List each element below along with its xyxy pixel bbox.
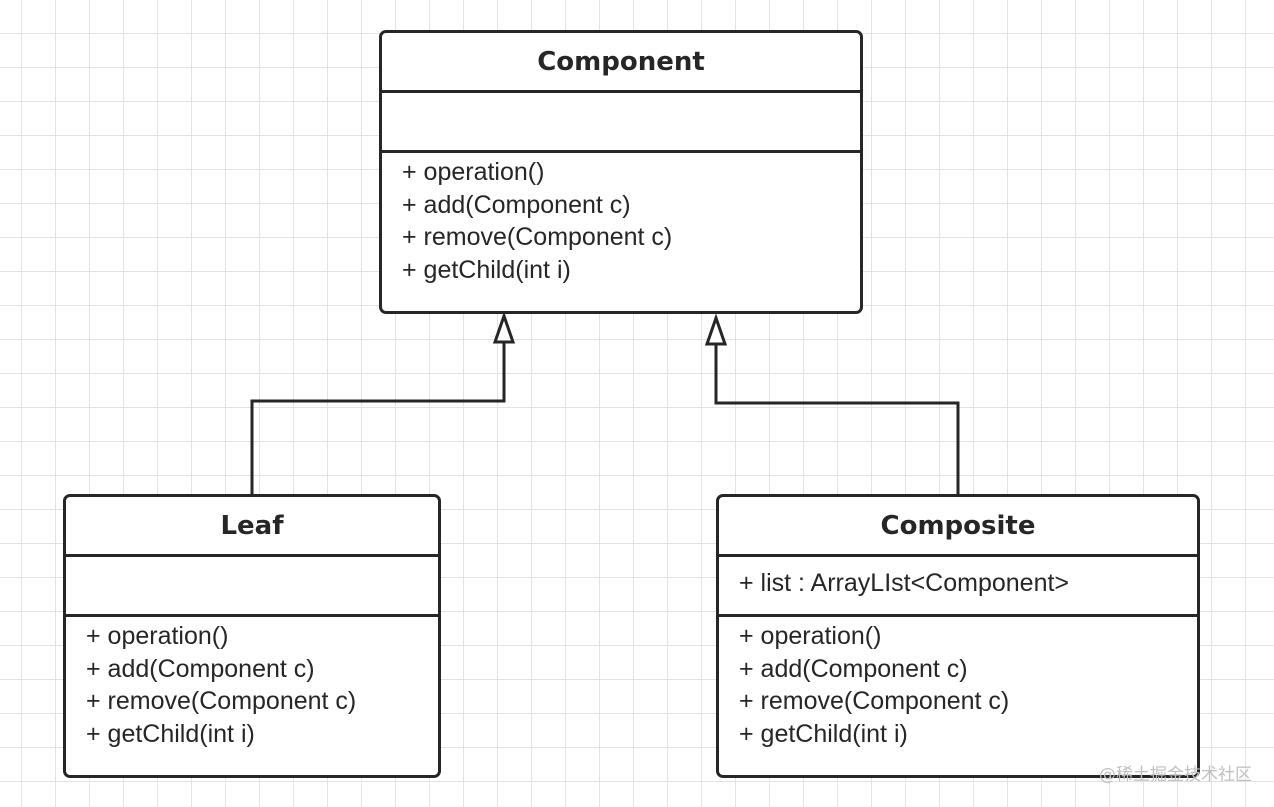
composite-generalization-line: [714, 344, 960, 496]
operation-item: + operation(): [86, 622, 229, 650]
composite-class[interactable]: Composite + list : ArrayLIst<Component> …: [716, 494, 1200, 778]
operation-item: + remove(Component c): [86, 687, 357, 715]
leaf-class[interactable]: Leaf + operation() + add(Component c) + …: [63, 494, 441, 778]
component-class[interactable]: Component + operation() + add(Component …: [379, 30, 863, 314]
operation-item: + getChild(int i): [402, 255, 571, 284]
operation-item: + remove(Component c): [739, 687, 1010, 715]
composite-generalization-arrowhead: [704, 313, 728, 346]
operations-compartment: + operation() + add(Component c) + remov…: [382, 153, 860, 286]
operation-item: + getChild(int i): [86, 719, 255, 748]
attributes-compartment: + list : ArrayLIst<Component>: [719, 557, 1197, 617]
operation-item: + remove(Component c): [402, 223, 673, 251]
leaf-generalization-line: [250, 342, 506, 496]
operation-item: + add(Component c): [739, 654, 968, 683]
operation-item: + add(Component c): [86, 654, 315, 683]
operation-item: + add(Component c): [402, 190, 631, 219]
class-name: Component: [382, 33, 860, 93]
attributes-compartment: [382, 93, 860, 153]
class-name: Composite: [719, 497, 1197, 557]
attributes-compartment: [66, 557, 438, 617]
operation-item: + getChild(int i): [739, 719, 908, 748]
class-name: Leaf: [66, 497, 438, 557]
watermark: @稀土掘金技术社区: [1099, 765, 1252, 785]
operations-compartment: + operation() + add(Component c) + remov…: [66, 617, 438, 750]
leaf-generalization-arrowhead: [492, 311, 516, 344]
attribute-item: + list : ArrayLIst<Component>: [739, 569, 1070, 597]
operation-item: + operation(): [402, 158, 545, 186]
operation-item: + operation(): [739, 622, 882, 650]
operations-compartment: + operation() + add(Component c) + remov…: [719, 617, 1197, 750]
